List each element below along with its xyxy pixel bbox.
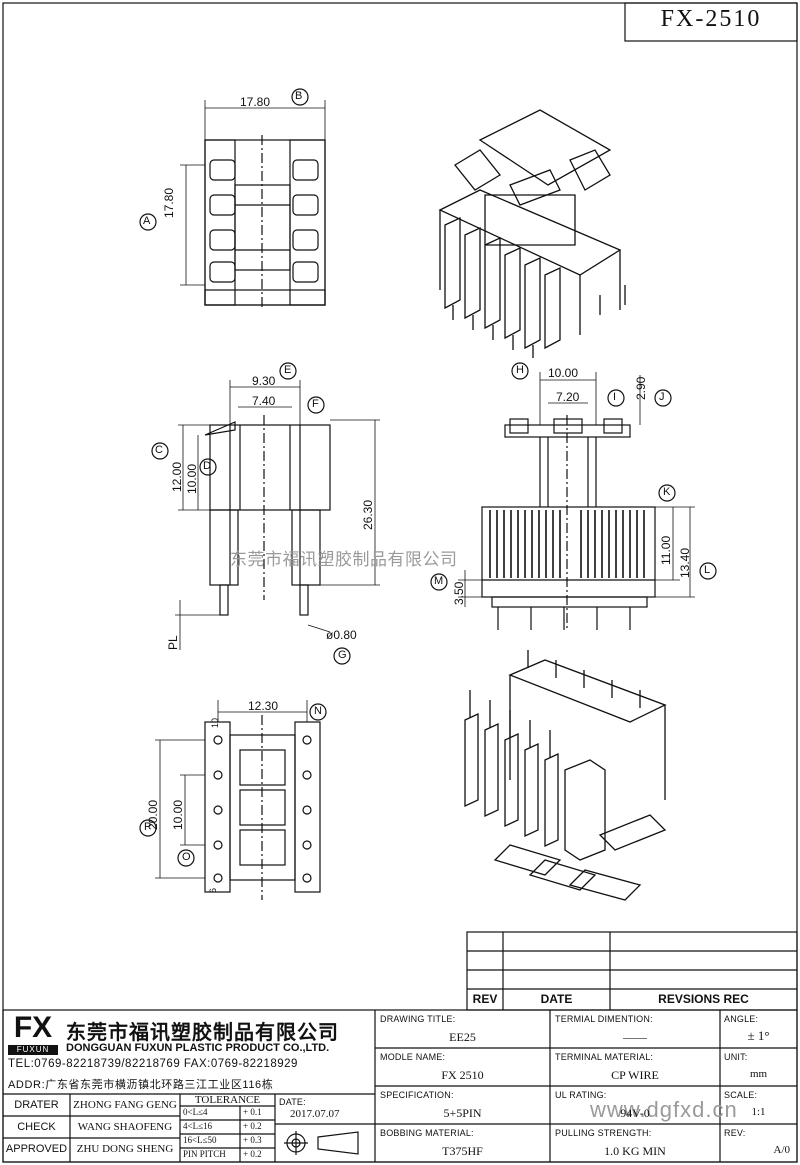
sig-role-drater: DRATER — [14, 1099, 59, 1111]
date-label: DATE: — [279, 1097, 306, 1107]
dim-front-3-50: 3.50 — [452, 581, 466, 605]
callout-K: K — [663, 486, 671, 498]
label-unit: UNIT: — [724, 1052, 748, 1062]
label-bobbing-material: BOBBING MATERIAL: — [380, 1128, 474, 1138]
callout-N: N — [314, 705, 322, 717]
value-rev: A/0 — [773, 1144, 791, 1156]
company-address: ADDR:广东省东莞市横沥镇北环路三江工业区116栋 — [8, 1079, 274, 1091]
label-scale: SCALE: — [724, 1090, 758, 1100]
callout-M: M — [434, 575, 444, 587]
company-logo-sub: FUXUN — [8, 1045, 58, 1055]
tolerance-range-4: PIN PITCH — [183, 1149, 226, 1159]
rev-header-date: DATE — [540, 992, 573, 1006]
company-tel-fax: TEL:0769-82218739/82218769 FAX:0769-8221… — [8, 1058, 298, 1070]
label-angle: ANGLE: — [724, 1014, 759, 1024]
callout-L: L — [704, 564, 711, 576]
iso-view-lower — [464, 650, 667, 901]
dim-top-height: 17.80 — [162, 187, 176, 218]
label-terminal-material: TERMINAL MATERIAL: — [555, 1052, 654, 1062]
tolerance-range-1: 0<L≤4 — [183, 1107, 208, 1117]
pin-number-6: 6 — [208, 887, 218, 893]
watermark-url: www.dgfxd.cn — [590, 1097, 738, 1122]
dim-front-11-00: 11.00 — [659, 535, 673, 565]
front-view — [481, 415, 656, 630]
value-unit: mm — [749, 1068, 768, 1080]
watermark-chinese: 东莞市福讯塑胶制品有限公司 — [230, 550, 458, 569]
callout-G: G — [338, 649, 347, 661]
dim-bottom-10-00: 10.00 — [171, 799, 185, 830]
dim-side-pin-dia: ø0.80 — [326, 628, 357, 642]
label-specification: SPECIFICATION: — [380, 1090, 454, 1100]
callout-O: O — [182, 851, 191, 863]
company-logo: FX — [13, 1011, 53, 1044]
label-drawing-title: DRAWING TITLE: — [380, 1014, 456, 1024]
pin-number-10: 10 — [210, 717, 220, 728]
company-name-cn: 东莞市福讯塑胶制品有限公司 — [66, 1022, 339, 1044]
dim-front-13-40: 13.40 — [678, 547, 692, 578]
tolerance-value-1: + 0.1 — [243, 1107, 262, 1117]
value-pulling-strength: 1.0 KG MIN — [604, 1144, 666, 1158]
tolerance-value-2: + 0.2 — [243, 1121, 262, 1131]
callout-E: E — [284, 364, 292, 376]
rev-header-revisions: REVSIONS REC — [658, 992, 749, 1006]
callout-C: C — [155, 444, 163, 456]
value-terminal-material: CP WIRE — [611, 1068, 659, 1082]
callout-P: P — [144, 821, 152, 833]
callout-F: F — [312, 398, 319, 410]
value-terminal-dimention: —— — [623, 1030, 647, 1044]
title-block-grid — [2, 1009, 798, 1163]
callout-H: H — [516, 364, 524, 376]
value-modle-name: FX 2510 — [441, 1068, 484, 1082]
tolerance-range-2: 4<L≤16 — [183, 1121, 213, 1131]
callout-A: A — [143, 215, 151, 227]
dim-top-width: 17.80 — [240, 95, 271, 109]
drawing-number-box — [624, 2, 798, 42]
company-name-en: DONGGUAN FUXUN PLASTIC PRODUCT CO.,LTD. — [66, 1042, 330, 1054]
value-scale: 1:1 — [751, 1106, 766, 1118]
value-specification: 5+5PIN — [443, 1106, 482, 1120]
tolerance-range-3: 16<L≤50 — [183, 1135, 217, 1145]
dim-side-pl: PL — [166, 635, 180, 650]
value-ul-rating: 94V-0 — [620, 1106, 650, 1120]
side-view — [204, 415, 331, 616]
sig-role-approved: APPROVED — [5, 1143, 68, 1155]
callout-I: I — [613, 391, 617, 403]
tolerance-value-4: + 0.2 — [243, 1149, 262, 1159]
label-ul-rating: UL RATING: — [555, 1090, 607, 1100]
dim-side-9-30: 9.30 — [252, 374, 276, 388]
sig-name-approved: ZHU DONG SHENG — [76, 1143, 174, 1155]
callout-D: D — [203, 460, 211, 472]
tolerance-title: TOLERANCE — [194, 1094, 261, 1106]
callout-J: J — [659, 391, 665, 403]
iso-view-upper — [438, 109, 626, 358]
label-terminal-dimention: TERMIAL DIMENTION: — [555, 1014, 653, 1024]
dim-side-10-00: 10.00 — [185, 463, 199, 494]
top-view — [204, 135, 326, 310]
label-rev: REV: — [724, 1128, 746, 1138]
label-modle-name: MODLE NAME: — [380, 1052, 446, 1062]
value-bobbing-material: T375HF — [442, 1144, 483, 1158]
dim-front-2-90: 2.90 — [634, 376, 648, 400]
sig-name-check: WANG SHAOFENG — [77, 1121, 173, 1133]
dim-side-12-00: 12.00 — [170, 461, 184, 492]
sig-name-drater: ZHONG FANG GENG — [73, 1099, 177, 1111]
dim-side-26-30: 26.30 — [361, 499, 375, 530]
callout-B: B — [295, 90, 303, 102]
value-angle: ± 1° — [747, 1028, 770, 1043]
dim-front-10-00: 10.00 — [548, 366, 579, 380]
tolerance-value-3: + 0.3 — [243, 1135, 262, 1145]
dim-side-7-40: 7.40 — [252, 394, 276, 408]
label-pulling-strength: PULLING STRENGTH: — [555, 1128, 652, 1138]
dim-front-7-20: 7.20 — [556, 390, 580, 404]
drawing-number: FX-2510 — [660, 6, 762, 32]
dim-bottom-12-30: 12.30 — [248, 699, 279, 713]
bottom-view — [204, 715, 321, 900]
rev-header-rev: REV — [472, 992, 498, 1006]
value-drawing-title: EE25 — [449, 1030, 476, 1044]
sig-role-check: CHECK — [17, 1121, 56, 1133]
date-value: 2017.07.07 — [290, 1108, 340, 1120]
